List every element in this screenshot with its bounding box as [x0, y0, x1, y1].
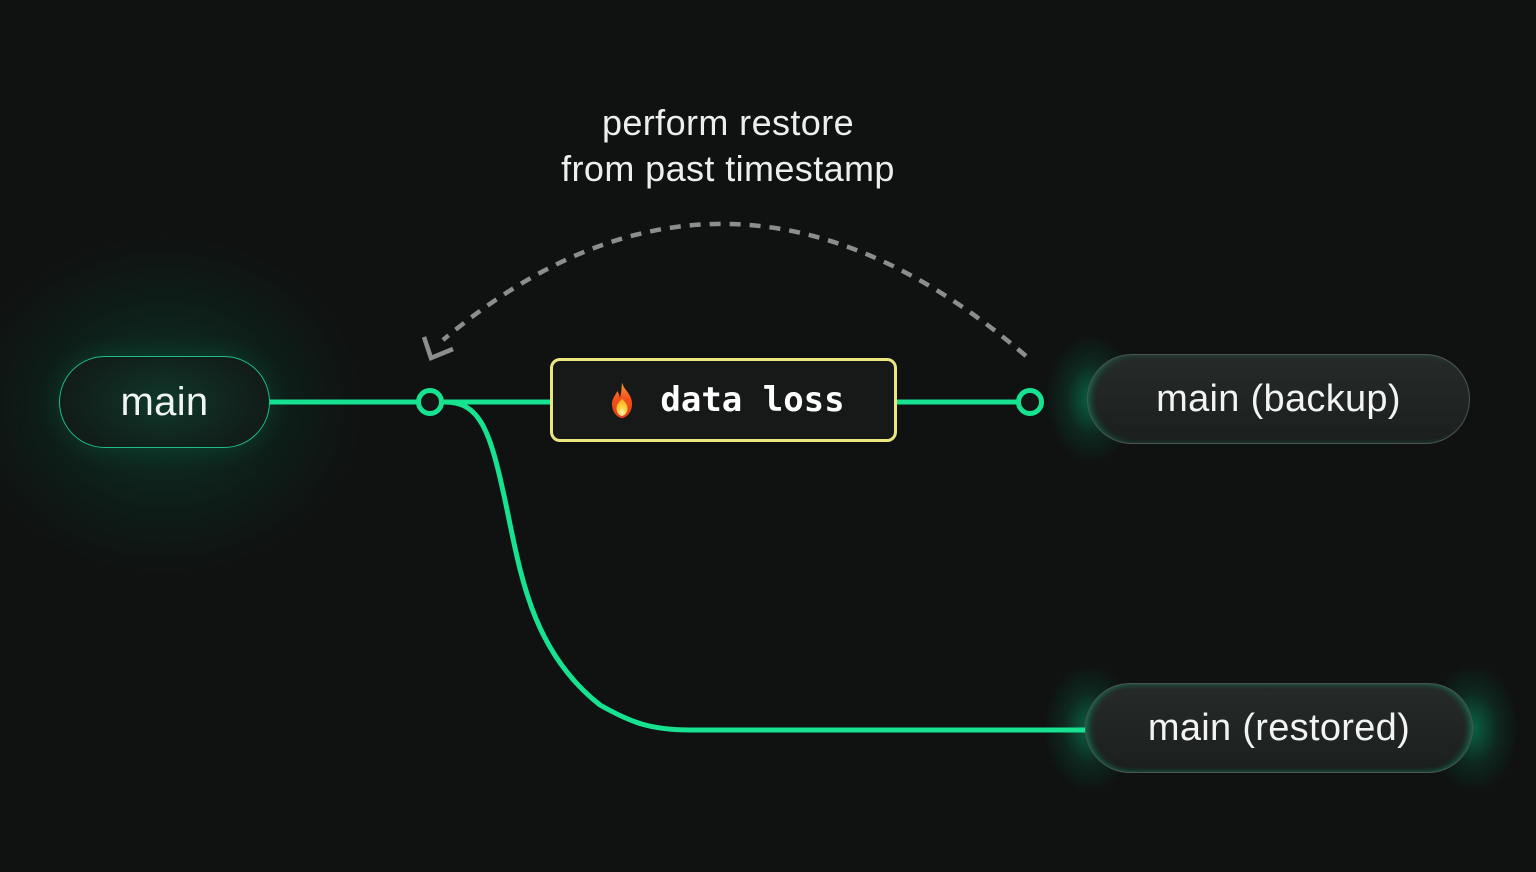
node-main-backup: main (backup): [1087, 354, 1470, 444]
data-loss-label: data loss: [660, 380, 845, 420]
restore-annotation-line2: from past timestamp: [561, 148, 895, 189]
branch-point-node: [416, 388, 444, 416]
backup-end-node: [1016, 388, 1044, 416]
restore-annotation: perform restore from past timestamp: [478, 100, 978, 192]
data-loss-callout: data loss: [550, 358, 897, 442]
node-main-backup-label: main (backup): [1156, 377, 1401, 420]
restore-arrowhead-icon: [421, 336, 454, 361]
node-main-restored: main (restored): [1085, 683, 1473, 773]
node-main-label: main: [120, 379, 209, 424]
node-main: main: [59, 356, 270, 448]
fire-icon: [612, 382, 633, 419]
restore-arc: [441, 221, 1028, 358]
restored-branch-curve: [427, 399, 1091, 733]
node-main-restored-label: main (restored): [1147, 706, 1411, 749]
restore-annotation-line1: perform restore: [601, 102, 855, 143]
